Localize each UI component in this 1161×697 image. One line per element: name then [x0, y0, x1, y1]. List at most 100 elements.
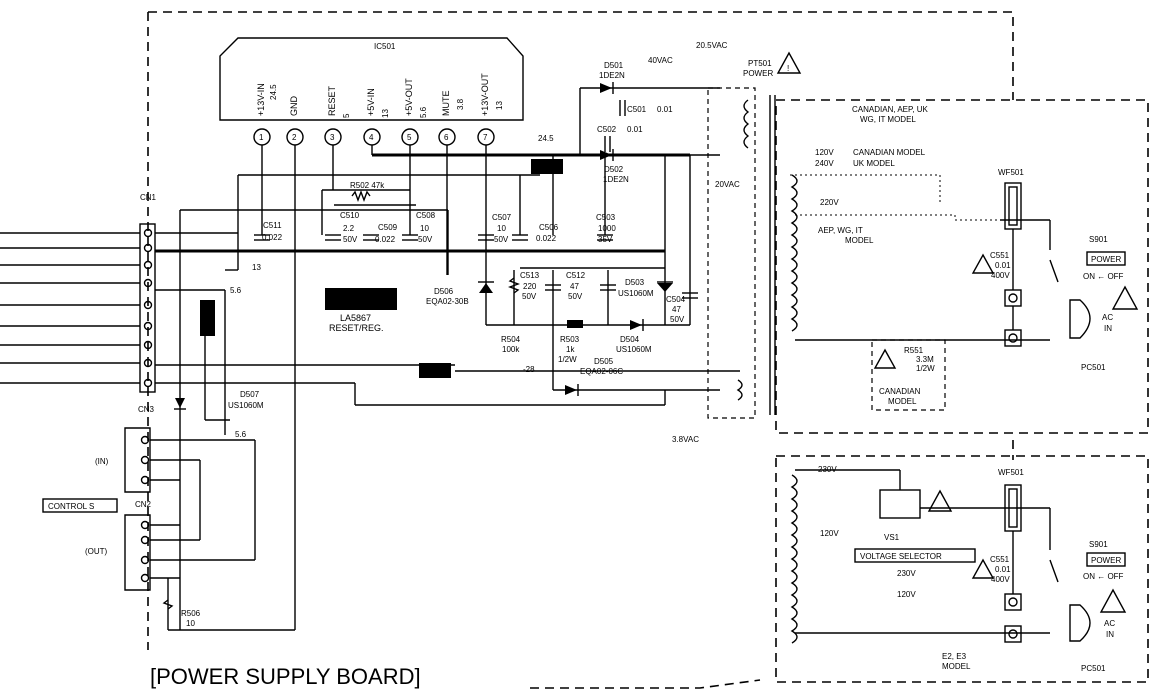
- svg-text:R502 47k: R502 47k: [350, 181, 385, 190]
- capacitor-c501: C501 0.01: [619, 100, 673, 116]
- svg-text:47: 47: [672, 305, 681, 314]
- svg-text:50V: 50V: [343, 235, 358, 244]
- bplus-tag: B+: [531, 159, 563, 174]
- capacitor-c504: C504 47 50V: [666, 292, 698, 324]
- svg-text:100k: 100k: [502, 345, 520, 354]
- connector-cn2: CN2 (OUT): [85, 500, 152, 591]
- svg-text:ON ← OFF: ON ← OFF: [1083, 572, 1124, 581]
- svg-text:POWER: POWER: [1091, 255, 1121, 264]
- svg-text:B+: B+: [539, 162, 553, 174]
- svg-text:1DE2N: 1DE2N: [603, 175, 629, 184]
- svg-text:C510: C510: [340, 211, 360, 220]
- resistor-r504: R504 100k: [501, 277, 521, 354]
- ic-pin-4: 4 +5V-IN 13: [363, 88, 390, 155]
- svg-text:C501: C501: [627, 105, 647, 114]
- svg-text:+13V-OUT: +13V-OUT: [480, 73, 490, 116]
- svg-text:400V: 400V: [991, 575, 1010, 584]
- svg-text:120V: 120V: [897, 590, 916, 599]
- svg-text:B-: B-: [427, 366, 439, 378]
- svg-text:US1060M: US1060M: [228, 401, 264, 410]
- svg-text:B+: B+: [202, 311, 214, 325]
- svg-text:S901: S901: [1089, 235, 1108, 244]
- transformer-shield: [707, 87, 756, 419]
- svg-text:0.022: 0.022: [262, 233, 283, 242]
- svg-text:10: 10: [186, 619, 195, 628]
- svg-text:C502: C502: [597, 125, 617, 134]
- svg-text:220V: 220V: [820, 198, 839, 207]
- diode-d502: D502 1DE2N: [600, 149, 629, 184]
- resistor-r506: R506 10: [162, 599, 201, 628]
- svg-text:C504: C504: [666, 295, 686, 304]
- svg-text:50V: 50V: [568, 292, 583, 301]
- capacitor-c510: C510 2.2 50V: [325, 211, 360, 244]
- svg-text:0.01: 0.01: [995, 261, 1011, 270]
- svg-text:WF501: WF501: [998, 168, 1024, 177]
- svg-text:240V: 240V: [815, 159, 834, 168]
- svg-text:+5V-IN: +5V-IN: [366, 88, 376, 116]
- diode-d507: D507 US1060M: [174, 390, 264, 410]
- diode-d505: D505 EQA02-06C: [565, 357, 623, 396]
- connector-cn3: CN3 (IN): [95, 405, 155, 493]
- svg-text:4: 4: [369, 133, 374, 142]
- svg-text:3: 3: [330, 133, 335, 142]
- svg-text:50V: 50V: [418, 235, 433, 244]
- svg-text:1/2W: 1/2W: [558, 355, 577, 364]
- svg-text:2.2: 2.2: [343, 224, 355, 233]
- svg-text:MUTE: MUTE: [441, 91, 451, 117]
- capacitor-c509: C509 0.022: [363, 223, 398, 244]
- svg-text:C509: C509: [378, 223, 398, 232]
- capacitor-c508: C508 10 50V: [402, 211, 436, 244]
- svg-text:-28: -28: [523, 365, 535, 374]
- svg-text:120V: 120V: [815, 148, 834, 157]
- svg-text:D502: D502: [604, 165, 624, 174]
- ic-function: RESET/REG.: [329, 323, 384, 333]
- svg-text:10: 10: [420, 224, 429, 233]
- svg-text:CANADIAN, AEP, UK: CANADIAN, AEP, UK: [852, 105, 929, 114]
- svg-text:2: 2: [292, 133, 297, 142]
- svg-text:PC501: PC501: [1081, 363, 1106, 372]
- svg-text:IC501: IC501: [332, 290, 377, 309]
- capacitor-c512: C512 47 50V: [566, 271, 616, 301]
- svg-text:D507: D507: [240, 390, 260, 399]
- resistor-r503: R503 1k 1/2W: [558, 320, 583, 364]
- ic-pin-6: 6 MUTE 3.8: [438, 91, 465, 275]
- ic-pin-2: 2 GND: [286, 96, 304, 630]
- region-bottom-box: [775, 455, 1149, 683]
- resistor-r502: R502 47k: [350, 181, 385, 202]
- svg-text:3.8: 3.8: [456, 98, 465, 110]
- region-top-content: CANADIAN, AEP, UK WG, IT MODEL 120V CANA…: [790, 105, 1139, 411]
- svg-text:220: 220: [523, 282, 537, 291]
- svg-text:400V: 400V: [991, 271, 1010, 280]
- svg-text:10: 10: [497, 224, 506, 233]
- svg-text:5.6: 5.6: [419, 106, 428, 118]
- svg-text:1: 1: [259, 133, 264, 142]
- svg-text:WF501: WF501: [998, 468, 1024, 477]
- wiring: [0, 87, 740, 631]
- svg-text:C511: C511: [263, 221, 282, 230]
- svg-text:35V: 35V: [598, 235, 613, 244]
- svg-text:US1060M: US1060M: [618, 289, 654, 298]
- svg-text:0.01: 0.01: [657, 105, 673, 114]
- svg-text:C551: C551: [990, 555, 1010, 564]
- control-s-box: CONTROL S: [42, 498, 118, 513]
- board-title: [POWER SUPPLY BOARD]: [150, 664, 421, 689]
- svg-text:S901: S901: [1089, 540, 1108, 549]
- svg-text:D503: D503: [625, 278, 645, 287]
- svg-text:120V: 120V: [820, 529, 839, 538]
- diode-d501: D501 1DE2N: [599, 61, 625, 94]
- svg-text:C513: C513: [520, 271, 540, 280]
- svg-text:US1060M: US1060M: [616, 345, 652, 354]
- svg-text:D506: D506: [434, 287, 454, 296]
- svg-text:AC: AC: [1104, 619, 1115, 628]
- svg-text:MODEL: MODEL: [942, 662, 971, 671]
- svg-text:CONTROL S: CONTROL S: [48, 502, 94, 511]
- svg-text:[POWER SUPPLY BOARD]: [POWER SUPPLY BOARD]: [150, 664, 421, 689]
- svg-text:AEP, WG, IT: AEP, WG, IT: [818, 226, 863, 235]
- svg-text:1/2W: 1/2W: [916, 364, 935, 373]
- svg-text:CANADIAN MODEL: CANADIAN MODEL: [853, 148, 926, 157]
- svg-text:R506: R506: [181, 609, 201, 618]
- svg-text:13: 13: [252, 263, 261, 272]
- svg-text:!: !: [787, 64, 789, 73]
- svg-text:13: 13: [381, 109, 390, 118]
